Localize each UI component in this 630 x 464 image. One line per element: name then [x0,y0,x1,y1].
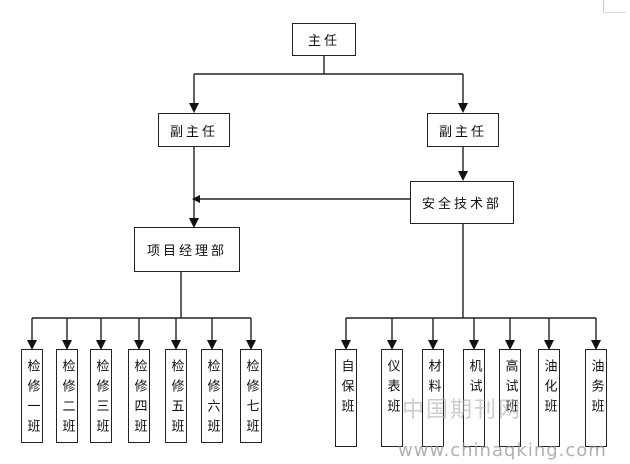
maintenance-team-5: 检修五班 [165,349,187,443]
support-team-3: 材料 [422,349,444,447]
maintenance-team-label: 检修二班 [59,359,75,439]
maintenance-team-2: 检修二班 [56,349,78,443]
support-team-label: 自保班 [338,359,354,419]
watermark-cn: 中国期刊网 [402,398,523,423]
support-team-label: 油务班 [588,359,604,419]
maintenance-team-7: 检修七班 [240,349,262,443]
node-safety-technology-dept: 安全技术部 [410,181,514,224]
maintenance-team-label: 检修四班 [131,359,147,439]
support-team-label: 高试班 [502,359,518,419]
maintenance-team-label: 检修一班 [24,359,40,439]
support-team-label: 机试 [466,359,482,399]
maintenance-team-6: 检修六班 [201,349,223,443]
maintenance-team-label: 检修三班 [93,359,109,439]
support-team-4: 机试 [463,349,485,447]
maintenance-team-label: 检修五班 [168,359,184,439]
node-deputy-director-right: 副主任 [427,113,499,147]
support-team-6: 油化班 [538,349,560,447]
node-director: 主任 [292,23,356,56]
node-project-management-dept: 项目经理部 [134,227,240,272]
support-team-label: 油化班 [541,359,557,419]
watermark-url: www.chinaqking.com [398,440,607,461]
maintenance-team-3: 检修三班 [90,349,112,443]
maintenance-team-label: 检修七班 [243,359,259,439]
support-team-7: 油务班 [585,349,607,447]
node-deputy-director-left: 副主任 [158,113,230,147]
maintenance-team-4: 检修四班 [128,349,150,443]
support-team-5: 高试班 [499,349,521,447]
maintenance-team-label: 检修六班 [204,359,220,439]
corner-mark [603,0,626,13]
support-team-label: 仪表班 [384,359,400,419]
maintenance-team-1: 检修一班 [21,349,43,443]
support-team-label: 材料 [425,359,441,399]
support-team-1: 自保班 [335,349,357,447]
support-team-2: 仪表班 [381,349,403,447]
